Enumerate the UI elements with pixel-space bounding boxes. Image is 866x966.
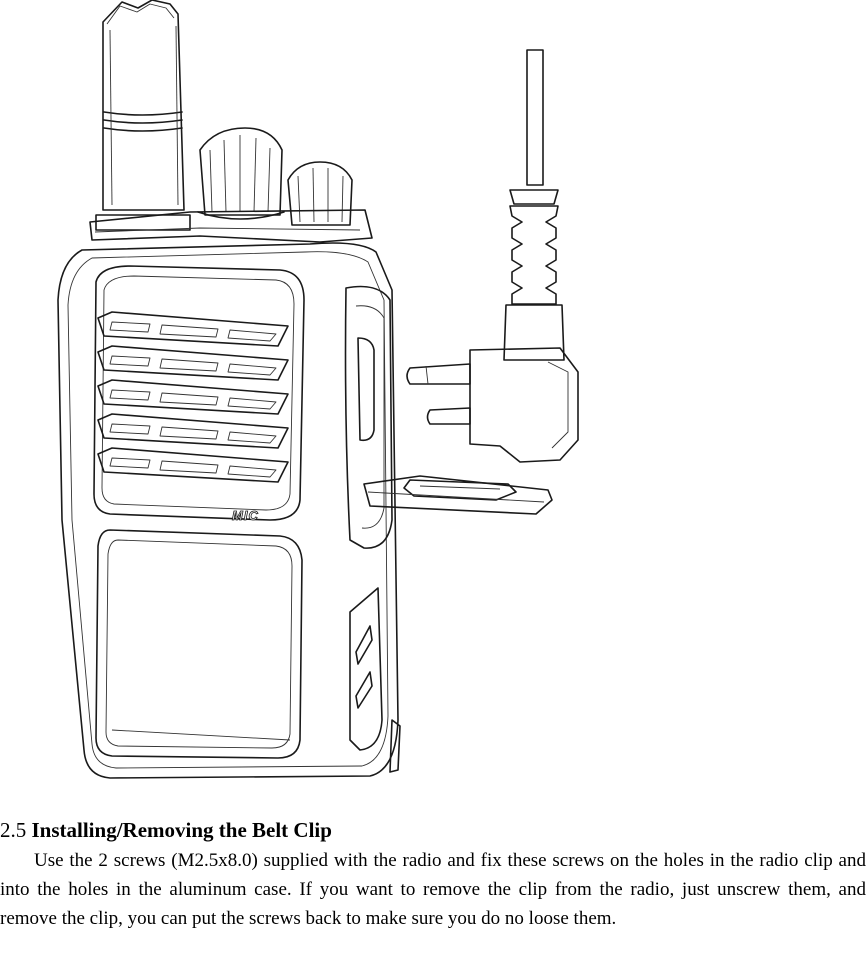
radio-figure: MIC — [57, 0, 579, 779]
volume-knob-icon — [197, 127, 285, 220]
radio-illustration-icon: MIC — [57, 0, 579, 779]
speaker-grille-icon — [97, 311, 289, 483]
instruction-section: 2.5 Installing/Removing the Belt Clip Us… — [0, 814, 866, 933]
mic-label: MIC — [232, 508, 259, 523]
section-paragraph: Use the 2 screws (M2.5x8.0) supplied wit… — [0, 850, 866, 929]
channel-knob-icon — [287, 161, 353, 226]
radio-body-icon: MIC — [57, 242, 401, 779]
section-title: Installing/Removing the Belt Clip — [31, 818, 332, 842]
belt-clip-icon — [363, 475, 553, 515]
speaker-mic-plug-icon — [406, 49, 579, 463]
section-number: 2.5 — [0, 818, 27, 842]
section-heading: 2.5 Installing/Removing the Belt Clip — [0, 814, 866, 846]
antenna-icon — [95, 0, 191, 231]
